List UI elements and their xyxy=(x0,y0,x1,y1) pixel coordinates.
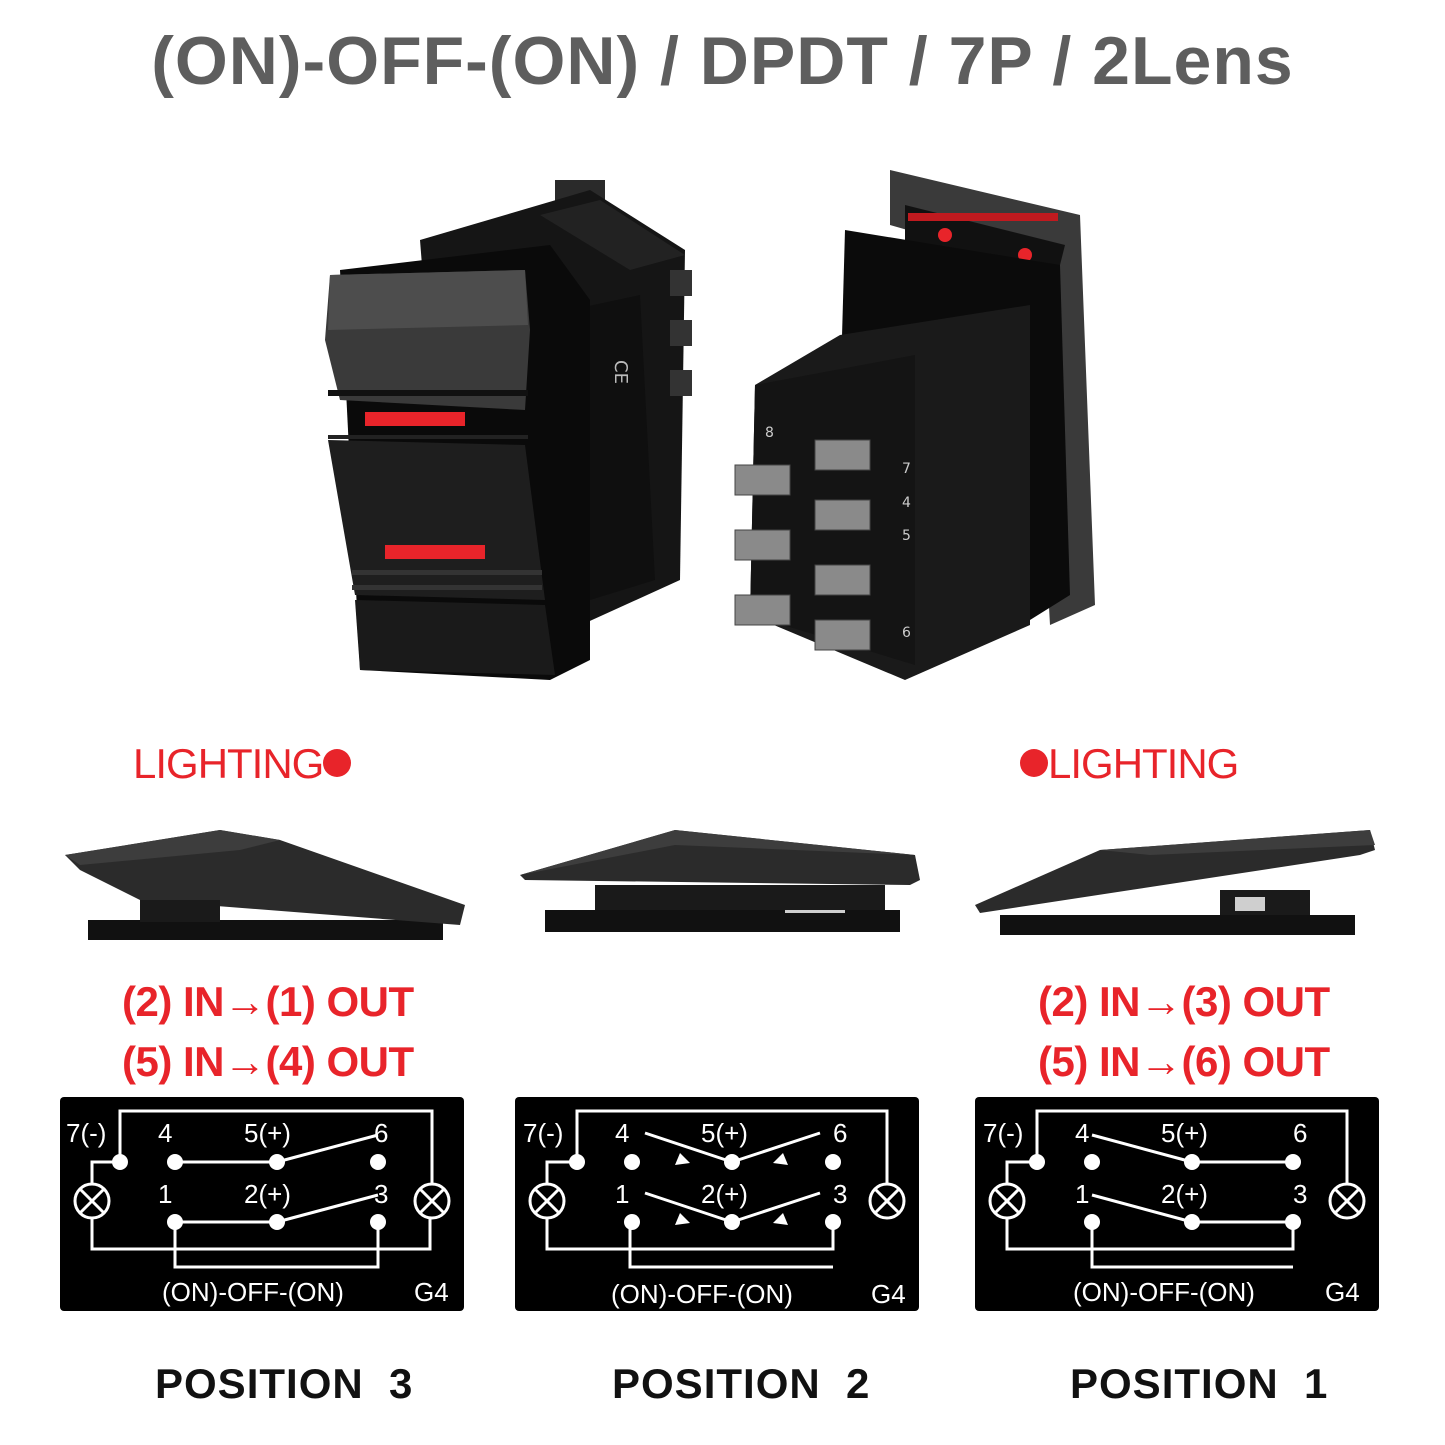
svg-text:2(+): 2(+) xyxy=(701,1179,748,1209)
svg-text:5(+): 5(+) xyxy=(1161,1118,1208,1148)
svg-text:1: 1 xyxy=(615,1179,629,1209)
svg-text:G4: G4 xyxy=(414,1277,449,1307)
connections-position-1: (2) IN→(3) OUT (5) IN→(6) OUT xyxy=(1038,972,1330,1092)
switch-front-image: CE xyxy=(325,180,692,680)
svg-text:(ON)-OFF-(ON): (ON)-OFF-(ON) xyxy=(611,1279,793,1309)
svg-text:5(+): 5(+) xyxy=(701,1118,748,1148)
wiring-diagram: 7(-) 4 5(+) 6 1 2(+) 3 (ON)-OFF-(ON) G4 xyxy=(66,1109,451,1307)
svg-text:8: 8 xyxy=(765,425,774,441)
connections-position-3: (2) IN→(1) OUT (5) IN→(4) OUT xyxy=(122,972,414,1092)
svg-text:G4: G4 xyxy=(1325,1277,1360,1307)
connection-line: (2) IN→(1) OUT xyxy=(122,978,414,1025)
svg-text:(ON)-OFF-(ON): (ON)-OFF-(ON) xyxy=(162,1277,344,1307)
switch-back-image: 8 7 4 5 6 xyxy=(734,170,1095,680)
page-title: (ON)-OFF-(ON) / DPDT / 7P / 2Lens xyxy=(151,23,1294,99)
svg-text:3: 3 xyxy=(1293,1179,1307,1209)
svg-text:7(-): 7(-) xyxy=(983,1118,1023,1148)
svg-text:7(-): 7(-) xyxy=(523,1118,563,1148)
svg-text:6: 6 xyxy=(374,1118,388,1148)
lighting-dot xyxy=(323,748,352,777)
svg-text:2(+): 2(+) xyxy=(1161,1179,1208,1209)
wiring-diagram: 7(-) 4 5(+) 6 1 2(+) 3 (ON)-OFF-(ON) G4 xyxy=(983,1109,1366,1307)
svg-text:1: 1 xyxy=(1075,1179,1089,1209)
wiring-panel-position-1: 7(-) 4 5(+) 6 1 2(+) 3 (ON)-OFF-(ON) G4 xyxy=(975,1097,1379,1311)
lighting-label-position-3: LIGHTING xyxy=(133,740,352,788)
wiring-panel-position-2: 7(-) 4 5(+) 6 1 2(+) 3 (ON)-OFF-(ON) G4 xyxy=(515,1097,919,1311)
svg-text:6: 6 xyxy=(1293,1118,1307,1148)
wiring-panel-position-3: 7(-) 4 5(+) 6 1 2(+) 3 (ON)-OFF-(ON) G4 xyxy=(60,1097,464,1311)
svg-text:(ON)-OFF-(ON): (ON)-OFF-(ON) xyxy=(1073,1277,1255,1307)
connection-line: (5) IN→(6) OUT xyxy=(1038,1038,1330,1085)
svg-text:2(+): 2(+) xyxy=(244,1179,291,1209)
svg-text:6: 6 xyxy=(902,625,911,641)
svg-text:4: 4 xyxy=(615,1118,629,1148)
svg-text:6: 6 xyxy=(833,1118,847,1148)
ce-mark: CE xyxy=(610,360,631,384)
connection-line: (5) IN→(4) OUT xyxy=(122,1038,414,1085)
svg-text:4: 4 xyxy=(1075,1118,1089,1148)
position-3-label: POSITION 3 xyxy=(155,1360,414,1407)
svg-text:4: 4 xyxy=(902,495,911,511)
svg-text:4: 4 xyxy=(158,1118,172,1148)
svg-text:G4: G4 xyxy=(871,1279,906,1309)
rocker-side-position-3 xyxy=(65,830,465,940)
lighting-label-position-1: LIGHTING xyxy=(1020,740,1239,788)
svg-text:3: 3 xyxy=(833,1179,847,1209)
svg-text:1: 1 xyxy=(158,1179,172,1209)
rocker-side-position-1 xyxy=(975,830,1375,935)
svg-text:3: 3 xyxy=(374,1179,388,1209)
svg-text:5(+): 5(+) xyxy=(244,1118,291,1148)
position-2-label: POSITION 2 xyxy=(612,1360,871,1407)
rocker-side-position-2 xyxy=(520,830,920,932)
svg-text:7: 7 xyxy=(902,461,911,477)
lighting-dot xyxy=(1020,748,1048,777)
svg-text:7(-): 7(-) xyxy=(66,1118,106,1148)
wiring-diagram: 7(-) 4 5(+) 6 1 2(+) 3 (ON)-OFF-(ON) G4 xyxy=(523,1109,906,1309)
connection-line: (2) IN→(3) OUT xyxy=(1038,978,1330,1025)
position-1-label: POSITION 1 xyxy=(1070,1360,1329,1407)
svg-text:5: 5 xyxy=(902,528,911,544)
